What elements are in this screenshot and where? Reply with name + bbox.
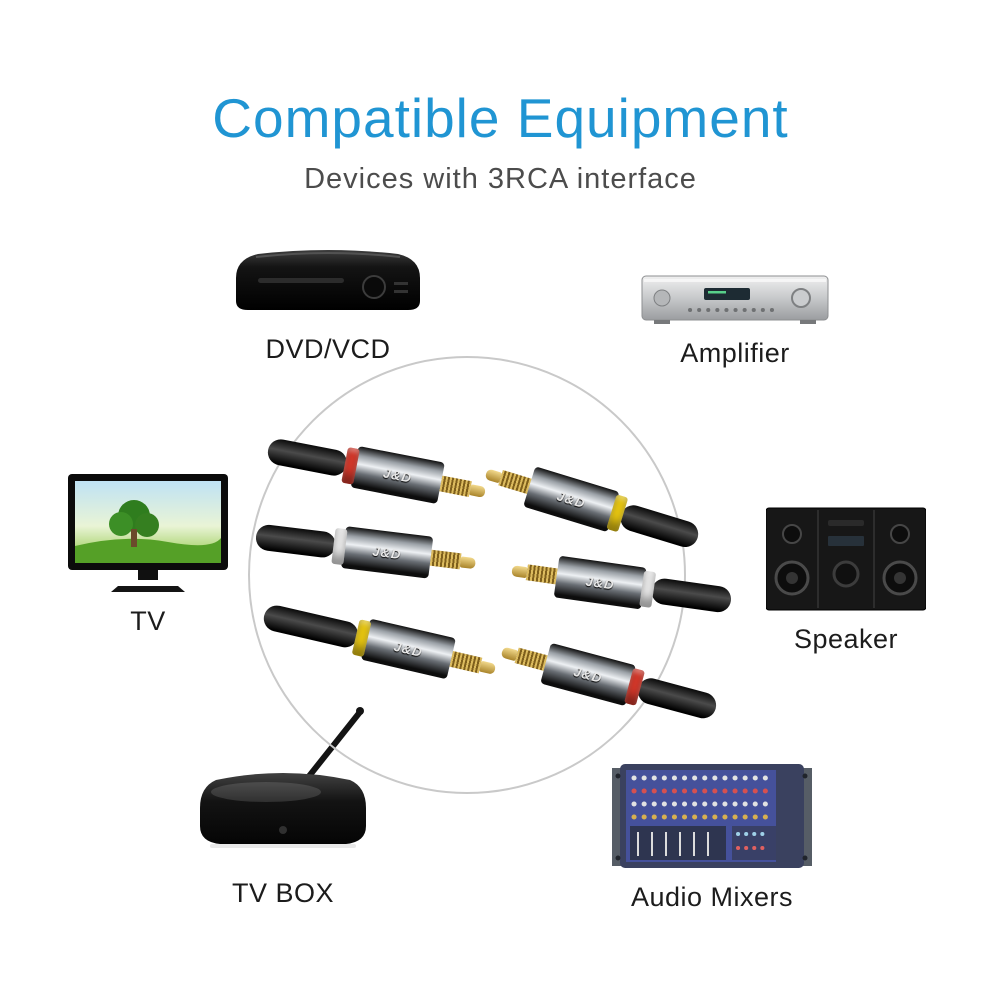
connector-barrel: J&D (350, 446, 445, 505)
rca-cable-circle: J&D J&D J&D J&D J&D (248, 356, 733, 794)
amp-knob (653, 289, 671, 307)
dvd-knob (362, 275, 386, 299)
device-dvd: DVD/VCD (228, 244, 428, 365)
plug-tip (479, 660, 497, 675)
dvd-player-image (236, 250, 420, 310)
page-title: Compatible Equipment (212, 87, 789, 149)
device-label-speaker: Speaker (793, 624, 899, 654)
device-speaker: Speaker (766, 506, 926, 655)
device-amplifier: Amplifier (640, 270, 830, 369)
speaker-image (766, 507, 926, 611)
cable (617, 502, 702, 551)
rca-connector-left-white: J&D (253, 515, 477, 584)
plug-shaft (449, 651, 483, 674)
brand-text: J&D (584, 573, 616, 592)
rca-connector-left-yellow: J&D (259, 595, 499, 689)
plug-shaft (439, 475, 472, 498)
master-section (732, 826, 776, 860)
amp-display (704, 288, 750, 300)
cable (265, 437, 350, 478)
device-tv: TV (68, 474, 228, 637)
amp-volume-knob (791, 288, 811, 308)
cable (649, 576, 733, 614)
connector-barrel: J&D (553, 555, 647, 610)
cd-slot (828, 520, 864, 526)
brand-text: J&D (371, 543, 403, 562)
plug-tip (459, 555, 477, 569)
page-subtitle: Devices with 3RCA interface (304, 163, 697, 195)
connector-barrel: J&D (523, 466, 620, 533)
plug-shaft (429, 549, 462, 570)
tv-image (68, 474, 228, 592)
rca-connector-right-red: J&D (497, 631, 721, 729)
cable (635, 675, 720, 722)
device-label-tvbox: TV BOX (231, 878, 335, 908)
device-label-mixers: Audio Mixers (630, 882, 794, 912)
disc-tray (258, 278, 344, 283)
cable (254, 523, 338, 559)
plug-shaft (498, 469, 532, 495)
device-label-amplifier: Amplifier (680, 338, 790, 368)
fader-section (630, 826, 726, 860)
tv-stand (111, 586, 185, 592)
device-tvbox: TV BOX (188, 700, 378, 909)
rca-connector-right-yellow: J&D (480, 453, 704, 558)
connector-barrel: J&D (540, 642, 637, 707)
connector-barrel: J&D (340, 526, 434, 579)
brand-text: J&D (382, 464, 414, 486)
connector-barrel: J&D (360, 618, 456, 680)
plug-shaft (514, 647, 548, 671)
brand-text: J&D (392, 638, 425, 660)
device-mixers: Audio Mixers (612, 760, 812, 913)
brand-text: J&D (572, 663, 605, 686)
rca-connector-left-red: J&D (264, 429, 489, 512)
audio-mixer-image (612, 764, 812, 868)
cable (261, 602, 361, 650)
amplifier-image (641, 275, 829, 324)
plug-tip (511, 564, 528, 578)
rca-connector-right-white: J&D (509, 549, 734, 621)
brand-text: J&D (555, 487, 588, 511)
plug-shaft (525, 564, 558, 585)
device-label-tv: TV (130, 606, 166, 636)
device-label-dvd: DVD/VCD (265, 334, 391, 364)
